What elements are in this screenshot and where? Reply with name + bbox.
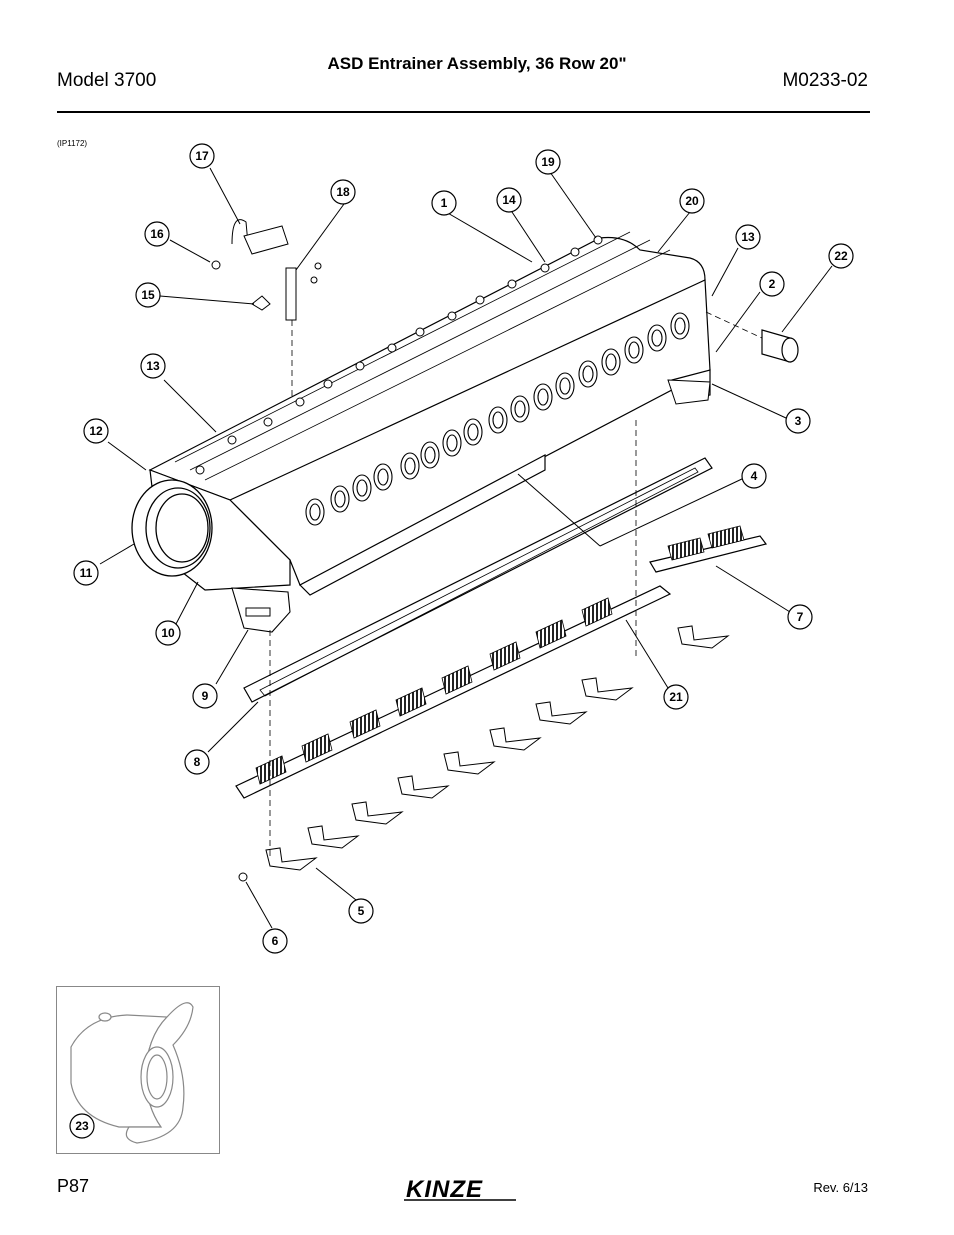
diffuser-plate — [235, 585, 672, 799]
callout-label: 22 — [834, 249, 848, 263]
alignment-lines — [269, 311, 763, 860]
callout-label: 9 — [202, 689, 209, 703]
callout-label: 12 — [89, 424, 103, 438]
callout-9 — [192, 683, 218, 709]
callout-label: 1 — [441, 196, 448, 210]
coupler-detail: 23 — [69, 1002, 194, 1144]
page-title: ASD Entrainer Assembly, 36 Row 20" — [327, 54, 627, 73]
callout-13-right — [735, 224, 761, 250]
model-label: Model 3700 — [57, 70, 157, 91]
callout-2 — [759, 271, 785, 297]
callout-label: 6 — [272, 934, 279, 948]
callout-bubbles — [73, 143, 854, 954]
exploded-parts-diagram: 1 2 3 4 5 6 7 8 9 10 11 12 13 13 14 15 1… — [73, 143, 854, 954]
header-divider — [57, 111, 870, 113]
entrainer-housing — [148, 231, 711, 596]
callout-label: 14 — [502, 193, 516, 207]
callout-label: 20 — [685, 194, 699, 208]
callout-label: 3 — [795, 414, 802, 428]
inset-detail-box: 23 — [56, 986, 220, 1154]
callout-14 — [496, 187, 522, 213]
callout-label: 19 — [541, 155, 555, 169]
callout-label: 10 — [161, 626, 175, 640]
outlet-ring-row — [305, 312, 690, 526]
callout-12 — [83, 418, 109, 444]
callout-5 — [348, 898, 374, 924]
callout-4 — [741, 463, 767, 489]
kinze-logo: KINZE — [404, 1176, 516, 1202]
callout-10 — [155, 620, 181, 646]
fastener-group — [211, 219, 322, 321]
callout-11 — [73, 560, 99, 586]
callout-label: 8 — [194, 755, 201, 769]
callout-label: 2 — [769, 277, 776, 291]
callout-21 — [663, 684, 689, 710]
callout-label: 21 — [669, 690, 683, 704]
callout-19 — [535, 149, 561, 175]
callout-label: 16 — [150, 227, 164, 241]
callout-label: 7 — [797, 610, 804, 624]
top-bolt-row — [195, 235, 603, 475]
svg-text:KINZE: KINZE — [406, 1176, 483, 1202]
document-number: M0233-02 — [782, 70, 868, 91]
inlet-tube — [131, 479, 213, 577]
gasket-inner — [259, 467, 699, 697]
callout-17 — [189, 143, 215, 169]
inset-callout-label: 23 — [75, 1119, 89, 1133]
callout-labels: 1 2 3 4 5 6 7 8 9 10 11 12 13 13 14 15 1… — [80, 149, 848, 948]
callout-22 — [828, 243, 854, 269]
leader-lines — [99, 167, 833, 929]
callout-15 — [135, 282, 161, 308]
callout-1 — [431, 190, 457, 216]
callout-label: 17 — [195, 149, 209, 163]
page-number: P87 — [57, 1176, 90, 1196]
support-bracket — [667, 379, 711, 405]
revision-date: Rev. 6/13 — [813, 1180, 868, 1195]
callout-label: 13 — [741, 230, 755, 244]
callout-8 — [184, 749, 210, 775]
clip-row — [265, 625, 730, 871]
callout-20 — [679, 188, 705, 214]
end-cap — [761, 329, 799, 363]
callout-7 — [787, 604, 813, 630]
callout-label: 15 — [141, 288, 155, 302]
callout-16 — [144, 221, 170, 247]
callout-13-left — [140, 353, 166, 379]
callout-label: 13 — [146, 359, 160, 373]
callout-3 — [785, 408, 811, 434]
small-diffuser-plate — [649, 525, 768, 573]
figure-id: (IP1172) — [57, 139, 88, 148]
callout-label: 5 — [358, 904, 365, 918]
callout-label: 4 — [751, 469, 758, 483]
callout-label: 11 — [80, 566, 93, 580]
pin — [238, 872, 248, 882]
callout-18 — [330, 179, 356, 205]
callout-23 — [69, 1113, 95, 1139]
end-bracket-slot — [245, 607, 271, 617]
callout-label: 18 — [336, 185, 350, 199]
callout-6 — [262, 928, 288, 954]
